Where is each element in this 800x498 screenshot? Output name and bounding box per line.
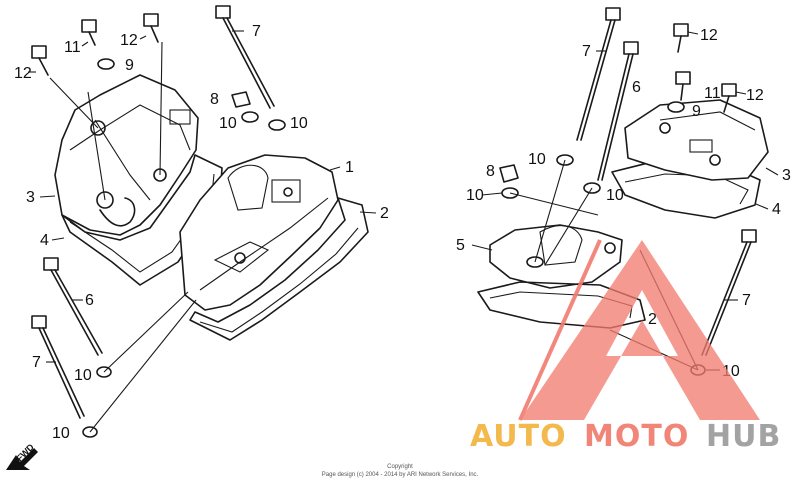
left-bolt-7-bottom <box>31 315 85 419</box>
label-left-10c: 10 <box>74 367 92 384</box>
left-bolt-12-a <box>143 13 159 43</box>
label-left-10d: 10 <box>52 425 70 442</box>
label-left-1: 1 <box>345 159 354 176</box>
label-right-9: 9 <box>692 103 701 120</box>
label-right-7b: 7 <box>742 292 751 309</box>
label-right-2: 2 <box>648 311 657 328</box>
right-bolt-12-mid <box>721 83 737 113</box>
label-right-5: 5 <box>456 237 465 254</box>
left-bolt-11 <box>81 19 97 46</box>
right-bolt-7-bottom <box>701 229 757 356</box>
label-right-3: 3 <box>782 167 791 184</box>
watermark-auto: AUTO <box>470 419 567 454</box>
label-left-6: 6 <box>85 292 94 309</box>
label-right-7a: 7 <box>582 43 591 60</box>
label-left-11: 11 <box>64 39 81 56</box>
label-left-7b: 7 <box>32 354 41 371</box>
left-bolt-6 <box>43 257 103 356</box>
right-assembly <box>477 7 769 376</box>
label-left-12a: 12 <box>14 65 32 82</box>
label-left-4: 4 <box>40 232 49 249</box>
watermark-hub: HUB <box>706 419 781 454</box>
label-right-11: 11 <box>704 85 721 102</box>
label-left-7a: 7 <box>252 23 261 40</box>
right-bolt-12-top <box>673 23 689 53</box>
label-right-4: 4 <box>772 201 781 218</box>
label-right-6: 6 <box>632 79 641 96</box>
right-bolt-11 <box>675 71 691 101</box>
label-left-3: 3 <box>26 189 35 206</box>
label-left-2: 2 <box>380 205 389 222</box>
label-right-12b: 12 <box>746 87 764 104</box>
right-bolt-6 <box>597 41 639 181</box>
watermark-triangle-icon <box>520 240 760 420</box>
copyright-line-2: Page design (c) 2004 - 2014 by ARI Netwo… <box>322 472 479 478</box>
label-left-8: 8 <box>210 91 219 108</box>
watermark-moto: MOTO <box>584 419 689 454</box>
label-left-10a: 10 <box>219 115 237 132</box>
label-right-10a: 10 <box>528 151 546 168</box>
label-left-12b: 12 <box>120 32 138 49</box>
right-bolt-7-top <box>576 7 621 141</box>
copyright-line-1: Copyright <box>387 464 413 470</box>
label-left-9: 9 <box>125 57 134 74</box>
label-right-10b: 10 <box>466 187 484 204</box>
left-bolt-7-top <box>215 5 275 109</box>
left-assembly <box>31 5 369 438</box>
left-bolt-12-b <box>31 45 49 76</box>
label-left-10b: 10 <box>290 115 308 132</box>
label-right-8: 8 <box>486 163 495 180</box>
fwd-arrow: FWD <box>6 441 38 470</box>
left-labels: 12 11 12 9 7 8 10 10 1 2 3 4 6 7 10 10 <box>14 23 389 442</box>
label-right-10c: 10 <box>606 187 624 204</box>
watermark-logo: AUTO MOTO HUB <box>470 239 781 454</box>
label-right-12a: 12 <box>700 27 718 44</box>
